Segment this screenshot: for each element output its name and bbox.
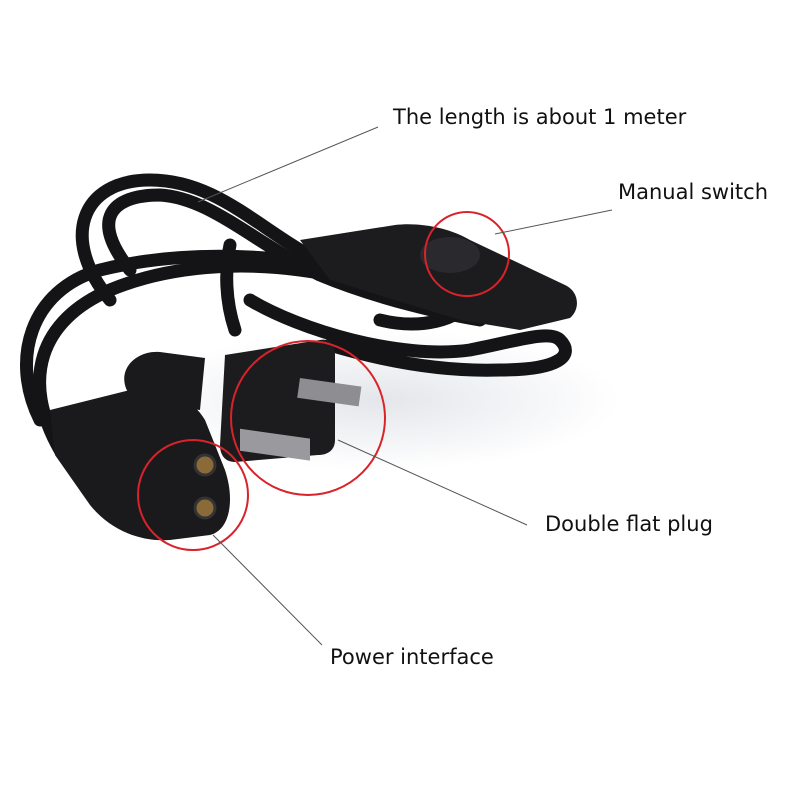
connector	[50, 388, 230, 541]
switch-circle	[424, 211, 510, 297]
red-circles	[137, 211, 510, 551]
plug-circle	[230, 340, 386, 496]
power-label: Power interface	[330, 645, 494, 669]
length-label: The length is about 1 meter	[393, 105, 687, 129]
switch-body	[300, 224, 577, 330]
switch-label: Manual switch	[618, 180, 769, 204]
leader-lines	[197, 126, 613, 646]
switch-rocker	[420, 237, 480, 273]
plug-label: Double flat plug	[545, 512, 713, 536]
power-circle	[137, 439, 249, 551]
